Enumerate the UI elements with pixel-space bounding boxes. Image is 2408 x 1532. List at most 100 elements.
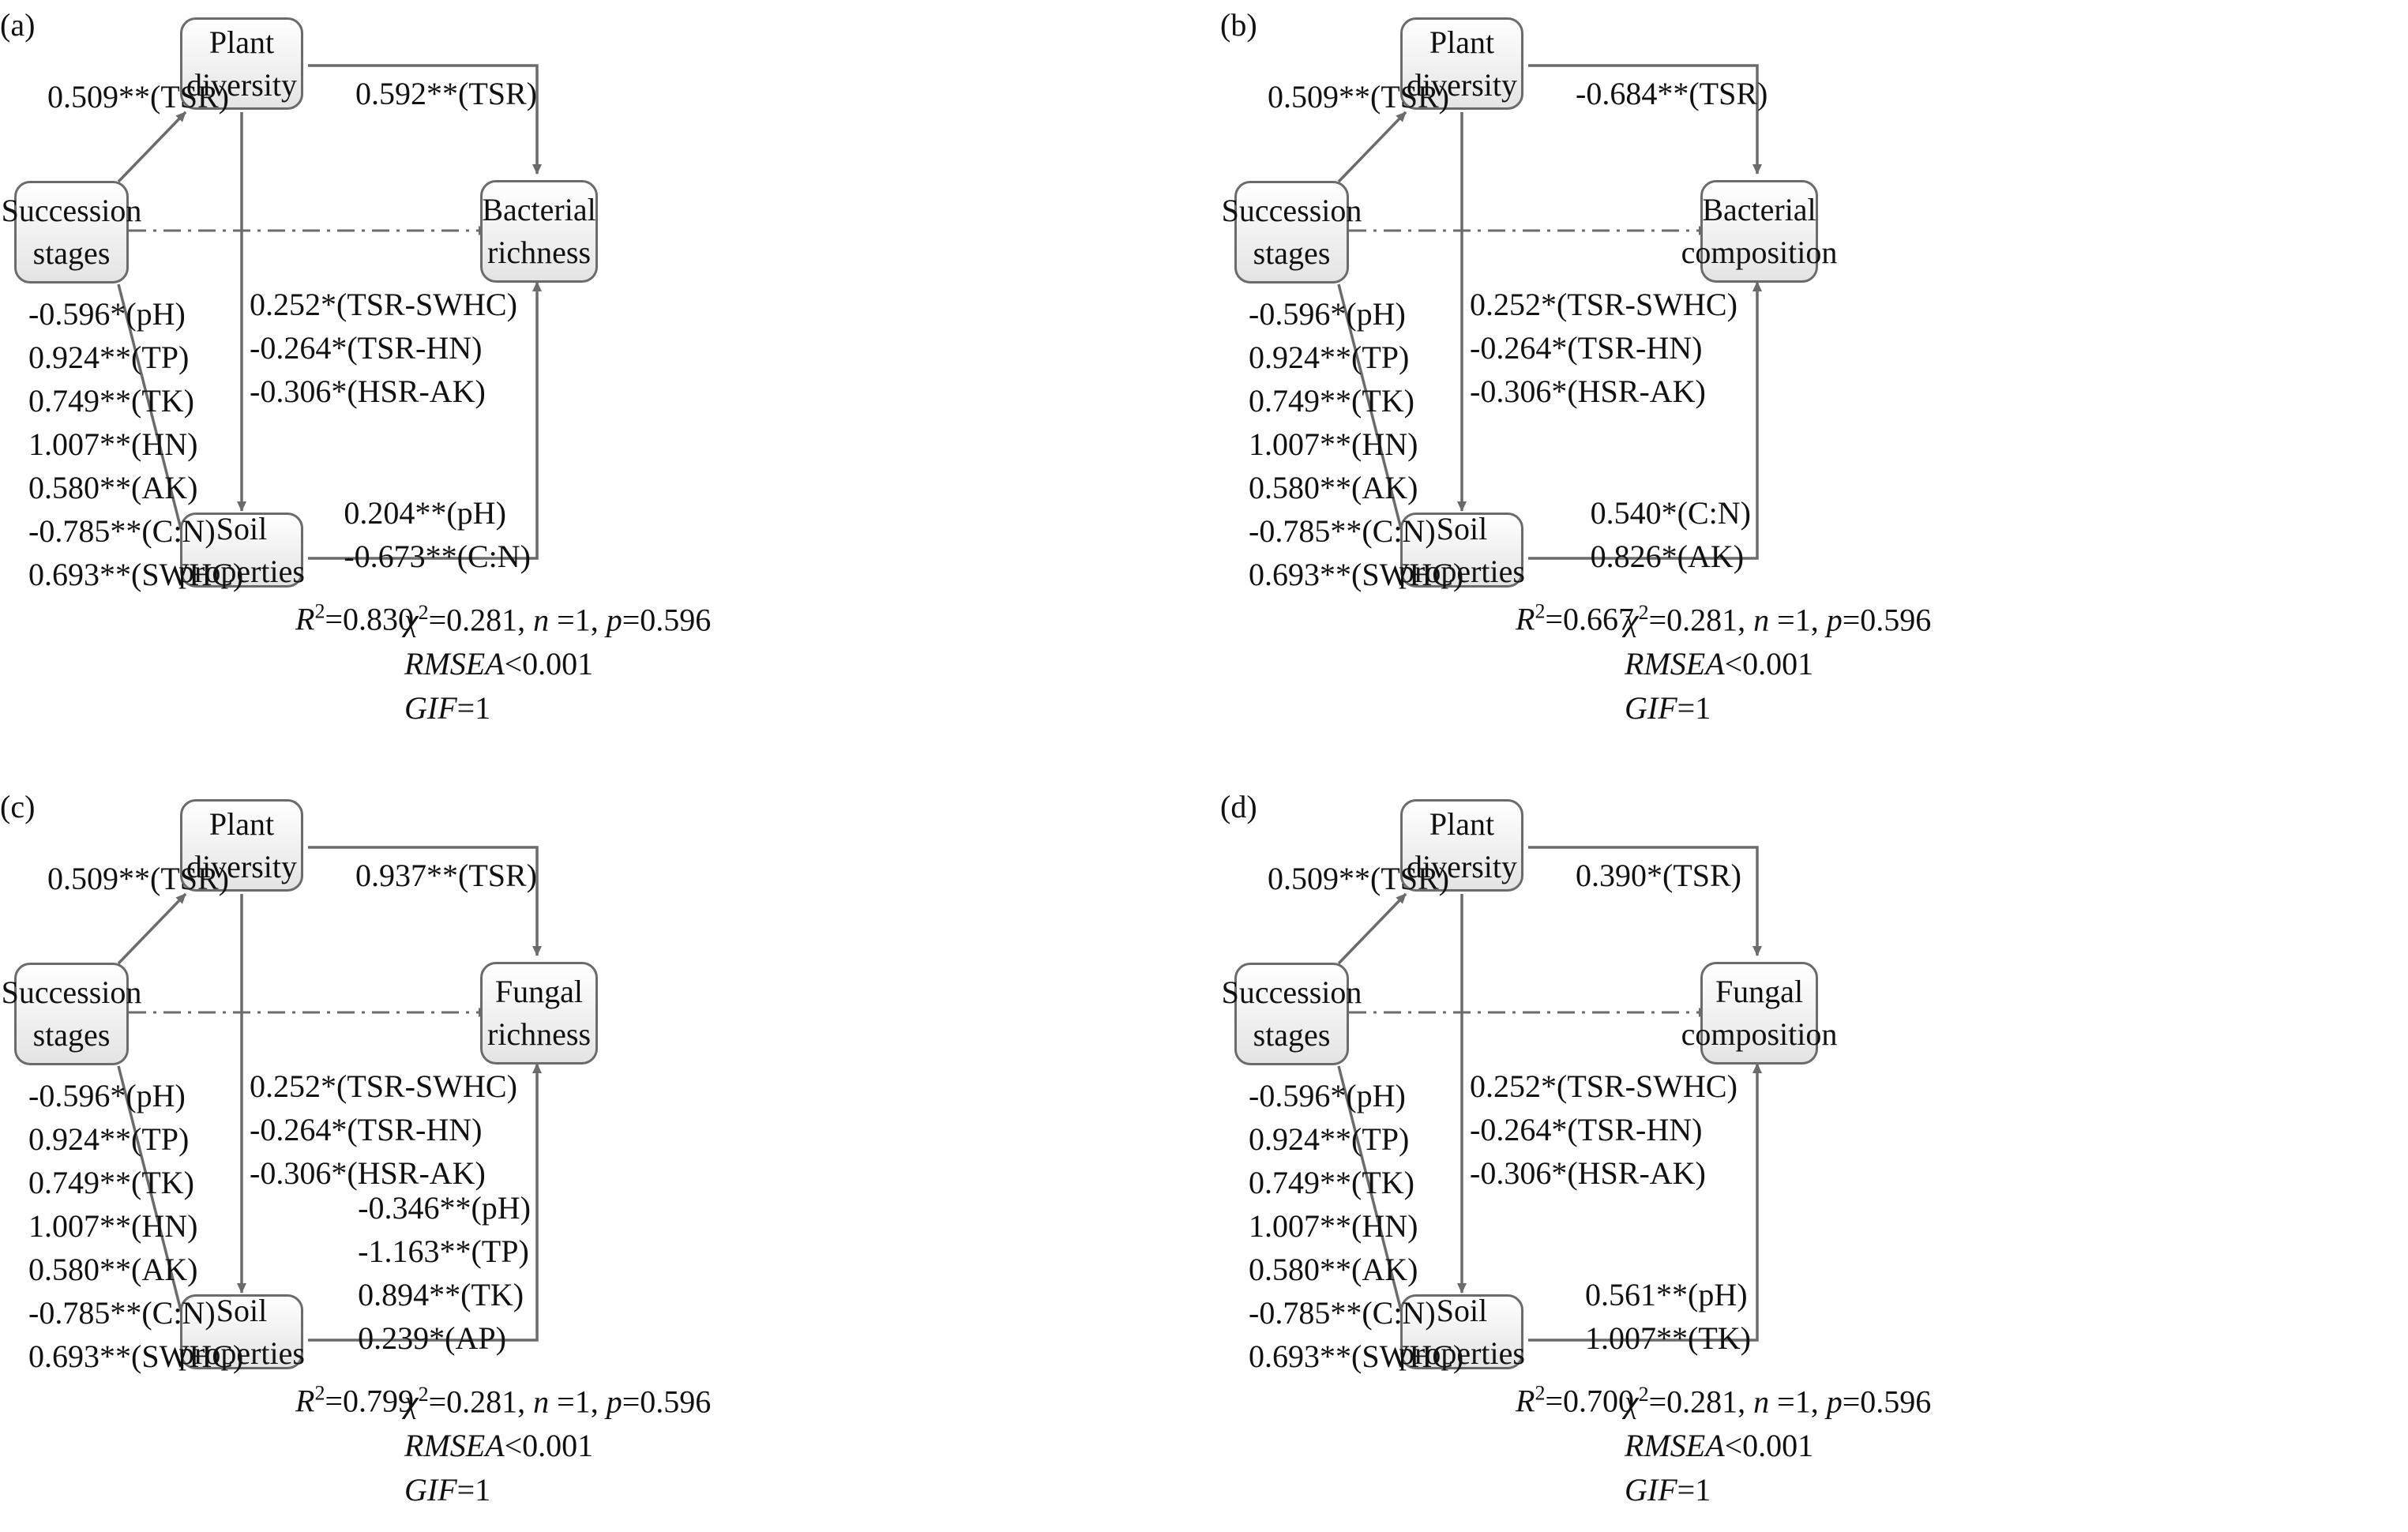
arrow-succession-to-plant: [1337, 111, 1407, 183]
node-response: Fungal richness: [480, 962, 598, 1065]
coef-plant-target: 0.937**(TSR): [355, 858, 537, 893]
path-arrows: [117, 846, 542, 1342]
arrow-plant-to-target: [1528, 64, 1762, 175]
coef-line: -0.596*(pH): [28, 1078, 186, 1113]
arrow-soil-to-target: [1528, 281, 1762, 560]
fit-chi2-line: χ2=0.281, n =1, p=0.596: [1625, 601, 1932, 638]
fit-n: =1,: [1769, 1384, 1827, 1420]
panel-tag: (b): [1220, 7, 1257, 43]
arrow-succession-to-plant: [1337, 892, 1407, 965]
coef-line: -0.785**(C:N): [1249, 513, 1436, 549]
coef-line: -0.596*(pH): [28, 296, 186, 332]
coef-line: 1.007**(HN): [1249, 426, 1418, 462]
panel-tag: (c): [0, 789, 36, 824]
coef-line: 0.894**(TK): [358, 1277, 524, 1312]
fit-chi2-line: χ2=0.281, n =1, p=0.596: [1625, 1383, 1932, 1420]
fit-rmsea: <0.001: [1724, 646, 1814, 682]
fit-gif-line: GIF=1: [1625, 1472, 1711, 1508]
fit-chi2: =0.281,: [1648, 1384, 1754, 1420]
node-response: Bacterial richness: [480, 180, 598, 283]
node-label: Soil properties: [178, 1292, 305, 1371]
node-soil-properties: Soil properties: [178, 1293, 305, 1371]
coef-line: -0.346**(pH): [358, 1190, 531, 1226]
path-arrows: [1337, 846, 1762, 1342]
coef-line: -1.163**(TP): [358, 1233, 529, 1269]
model-fit: χ2=0.281, n =1, p=0.596 RMSEA<0.001 GIF=…: [404, 1372, 711, 1512]
coef-line: 0.239*(AP): [358, 1320, 506, 1356]
coef-line: 0.580**(AK): [1249, 470, 1418, 505]
coef-succession-plant: 0.509**(TSR): [1268, 861, 1449, 896]
arrow-plant-to-target: [1528, 846, 1762, 956]
panel-d: (d) Succession stages Plant diversity So…: [1220, 782, 2408, 1532]
node-plant-diversity: Plant diversity: [1400, 799, 1523, 892]
fit-rmsea-line: RMSEA<0.001: [1625, 1428, 1814, 1464]
fit-gif-line: GIF=1: [404, 690, 491, 727]
coef-line: -0.785**(C:N): [1249, 1295, 1436, 1331]
coef-soil-target: 0.540*(C:N) 0.826*(AK): [1591, 491, 1751, 578]
node-label: Soil properties: [1399, 1292, 1525, 1371]
arrow-succession-to-soil: [117, 283, 188, 548]
coef-line: 0.693**(SWHC): [1249, 1339, 1464, 1374]
coef-line: 0.924**(TP): [1249, 340, 1410, 375]
coef-line: -0.596*(pH): [1249, 296, 1406, 332]
node-succession-stages: Succession stages: [2, 181, 141, 283]
coef-line: 0.693**(SWHC): [28, 557, 244, 592]
panel-c: (c) Succession stages Plant diversity So…: [0, 782, 1204, 1532]
fit-n: =1,: [549, 1384, 607, 1420]
coef-plant-target: 0.390*(TSR): [1576, 858, 1741, 893]
fit-p: =0.596: [1842, 602, 1932, 638]
fit-rmsea: <0.001: [504, 1428, 594, 1464]
r-squared-value: =0.667: [1545, 601, 1634, 637]
panel-tag: (a): [0, 7, 36, 43]
arrow-plant-to-target: [308, 64, 542, 175]
node-label: Bacterial richness: [482, 192, 596, 270]
fit-chi2-line: χ2=0.281, n =1, p=0.596: [404, 601, 712, 638]
fit-gif-line: GIF=1: [404, 1472, 491, 1508]
panel-b: (b) Succession stages Plant diversity So…: [1220, 0, 2408, 750]
coef-line: 0.749**(TK): [28, 1165, 194, 1200]
fit-chi2: =0.281,: [428, 1384, 534, 1420]
coef-line: -0.264*(TSR-HN): [1470, 330, 1703, 366]
fit-chi2-line: χ2=0.281, n =1, p=0.596: [404, 1383, 712, 1420]
coef-line: 0.924**(TP): [1249, 1121, 1410, 1157]
r-squared: R2=0.830: [295, 600, 414, 637]
arrow-succession-to-plant: [117, 111, 187, 183]
r-squared-value: =0.830: [325, 601, 414, 637]
node-label: Bacterial composition: [1681, 192, 1838, 270]
coef-plant-soil: 0.252*(TSR-SWHC)-0.264*(TSR-HN)-0.306*(H…: [250, 1065, 517, 1195]
node-succession-stages: Succession stages: [1222, 181, 1362, 283]
coef-line: 0.252*(TSR-SWHC): [250, 1068, 517, 1104]
coef-plant-soil: 0.252*(TSR-SWHC)-0.264*(TSR-HN)-0.306*(H…: [1470, 1065, 1737, 1195]
coef-line: 0.749**(TK): [1249, 383, 1414, 419]
coef-line: -0.264*(TSR-HN): [250, 330, 483, 366]
node-soil-properties: Soil properties: [1399, 511, 1525, 589]
fit-n: =1,: [549, 602, 607, 638]
model-fit: χ2=0.281, n =1, p=0.596 RMSEA<0.001 GIF=…: [1625, 591, 1931, 730]
coef-line: 0.693**(SWHC): [28, 1339, 244, 1374]
fit-chi2: =0.281,: [428, 602, 534, 638]
coef-line: 1.007**(HN): [28, 426, 198, 462]
coef-line: 0.540*(C:N): [1590, 495, 1751, 531]
fit-p: =0.596: [622, 1384, 712, 1420]
node-label: Soil properties: [1399, 510, 1525, 589]
coef-succession-plant: 0.509**(TSR): [47, 861, 229, 896]
arrow-succession-to-soil: [1337, 1065, 1408, 1330]
coef-line: 0.561**(pH): [1585, 1277, 1748, 1312]
fit-p: =0.596: [1842, 1384, 1932, 1420]
coef-succession-soil: -0.596*(pH) 0.924**(TP) 0.749**(TK) 1.007**…: [1249, 292, 1463, 596]
arrow-succession-to-soil: [117, 1065, 188, 1330]
model-fit: χ2=0.281, n =1, p=0.596 RMSEA<0.001 GIF=…: [1625, 1372, 1931, 1512]
node-label: Plant diversity: [186, 24, 297, 103]
node-label: Succession stages: [1, 193, 142, 271]
coef-line: -0.785**(C:N): [28, 1295, 216, 1331]
fit-gif: =1: [456, 690, 491, 727]
coef-plant-target: -0.684**(TSR): [1576, 76, 1768, 111]
coef-soil-target: 0.561**(pH)1.007**(TK): [1585, 1273, 1751, 1360]
node-plant-diversity: Plant diversity: [180, 799, 303, 892]
node-soil-properties: Soil properties: [1399, 1293, 1525, 1371]
node-plant-diversity: Plant diversity: [1400, 17, 1523, 110]
node-label: Plant diversity: [1407, 24, 1517, 103]
coef-line: -0.306*(HSR-AK): [1470, 1155, 1706, 1191]
coef-line: 0.826*(AK): [1590, 539, 1745, 574]
coef-line: 1.007**(HN): [1249, 1208, 1418, 1244]
